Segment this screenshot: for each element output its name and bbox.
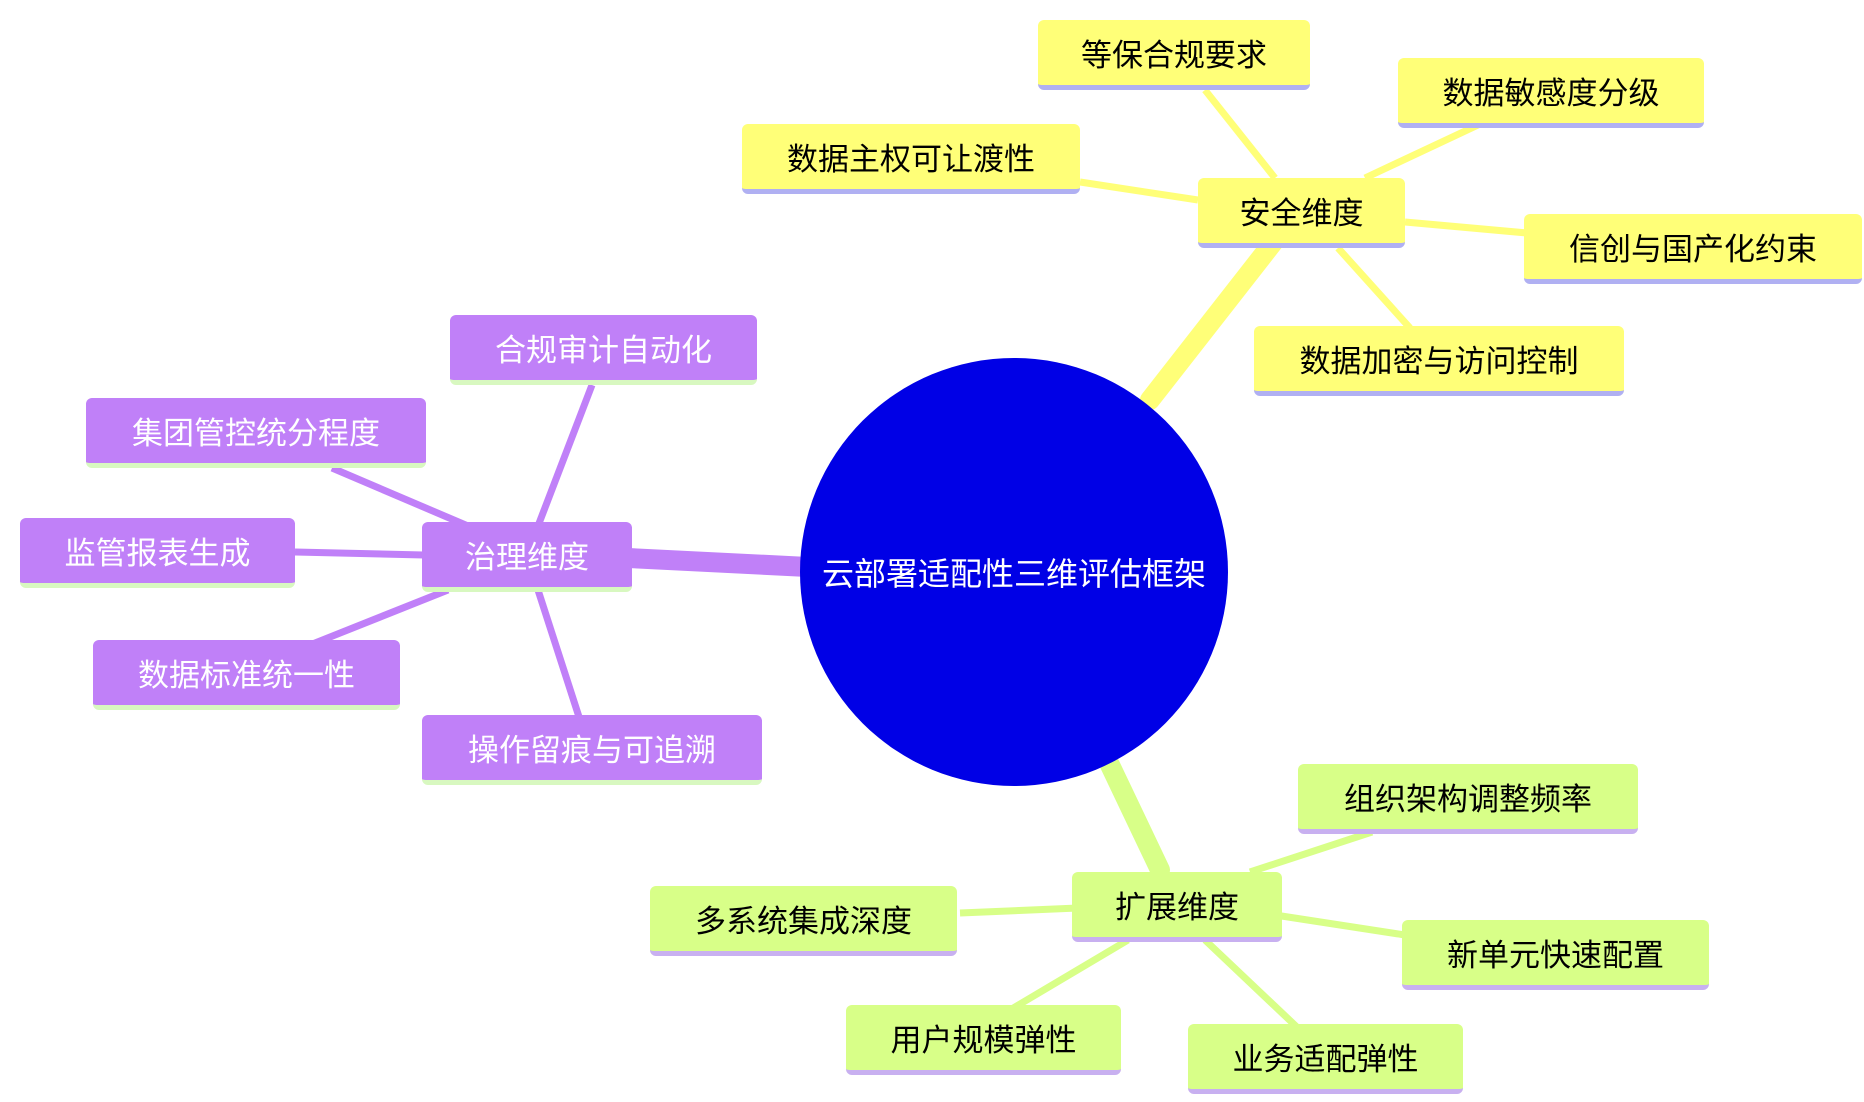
governance-child-1[interactable]: 合规审计自动化 [450,315,757,385]
expansion-child-4-label: 用户规模弹性 [890,1023,1077,1059]
security-child-1[interactable]: 等保合规要求 [1038,20,1310,90]
governance-child-2-label: 集团管控统分程度 [132,416,380,452]
branch-expansion[interactable]: 扩展维度 [1072,872,1282,942]
governance-child-1-label: 合规审计自动化 [495,333,712,369]
expansion-child-1[interactable]: 组织架构调整频率 [1298,764,1638,834]
governance-child-5[interactable]: 操作留痕与可追溯 [422,715,762,785]
expansion-child-4[interactable]: 用户规模弹性 [846,1005,1121,1075]
expansion-child-5[interactable]: 业务适配弹性 [1188,1024,1463,1094]
governance-child-4-label: 数据标准统一性 [138,658,355,694]
edge-governance-2 [330,464,470,530]
edge-security-4 [1404,218,1528,237]
edge-security-1 [1202,87,1278,181]
edge-governance-1 [534,383,596,528]
edge-expansion-4 [1008,936,1130,1014]
governance-child-3[interactable]: 监管报表生成 [20,518,295,588]
edge-root-security [1140,230,1285,410]
edge-governance-5 [534,588,584,722]
governance-child-4[interactable]: 数据标准统一性 [93,640,400,710]
expansion-child-5-label: 业务适配弹性 [1232,1042,1419,1078]
security-child-4[interactable]: 信创与国产化约束 [1524,214,1862,284]
edge-expansion-1 [1248,828,1374,876]
edge-root-expansion [1100,755,1170,880]
edge-governance-4 [308,586,450,649]
expansion-child-2[interactable]: 多系统集成深度 [650,886,957,956]
edge-expansion-5 [1202,937,1303,1033]
edge-expansion-3 [1274,911,1406,939]
branch-governance[interactable]: 治理维度 [422,522,632,592]
branch-governance-label: 治理维度 [465,540,589,576]
expansion-child-2-label: 多系统集成深度 [695,904,912,940]
expansion-child-3-label: 新单元快速配置 [1447,938,1664,974]
expansion-child-1-label: 组织架构调整频率 [1344,782,1592,818]
security-child-5-label: 数据加密与访问控制 [1299,344,1579,380]
security-child-2-label: 数据敏感度分级 [1442,76,1660,112]
security-child-4-label: 信创与国产化约束 [1569,232,1817,268]
governance-child-5-label: 操作留痕与可追溯 [468,733,716,769]
branch-security-label: 安全维度 [1239,196,1364,232]
security-child-5[interactable]: 数据加密与访问控制 [1254,326,1624,396]
edge-security-3 [1079,178,1199,204]
edge-governance-3 [294,548,425,559]
security-child-1-label: 等保合规要求 [1081,38,1267,74]
edge-expansion-2 [959,904,1079,917]
branch-expansion-label: 扩展维度 [1115,890,1239,926]
security-child-3[interactable]: 数据主权可让渡性 [742,124,1080,194]
security-child-2[interactable]: 数据敏感度分级 [1398,58,1704,128]
root-label: 云部署适配性三维评估框架 [821,555,1206,593]
edge-security-5 [1335,245,1413,331]
edge-security-2 [1363,121,1480,182]
root-node[interactable]: 云部署适配性三维评估框架 [800,358,1228,786]
governance-child-3-label: 监管报表生成 [64,536,251,572]
security-child-3-label: 数据主权可让渡性 [787,142,1035,178]
branch-security[interactable]: 安全维度 [1198,178,1405,248]
expansion-child-3[interactable]: 新单元快速配置 [1402,920,1709,990]
governance-child-2[interactable]: 集团管控统分程度 [86,398,426,468]
edge-root-governance [618,548,818,577]
